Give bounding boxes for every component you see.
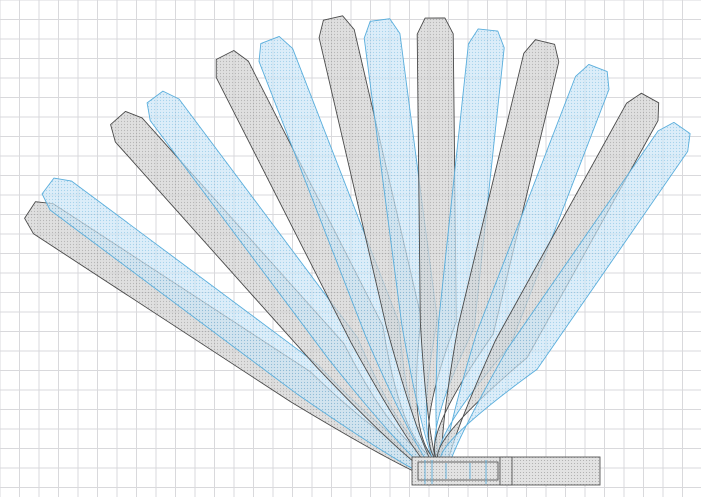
base-divider [499,456,513,486]
beam-group [24,15,691,485]
base-bracket [411,456,601,486]
base-hinge-block [417,461,499,481]
